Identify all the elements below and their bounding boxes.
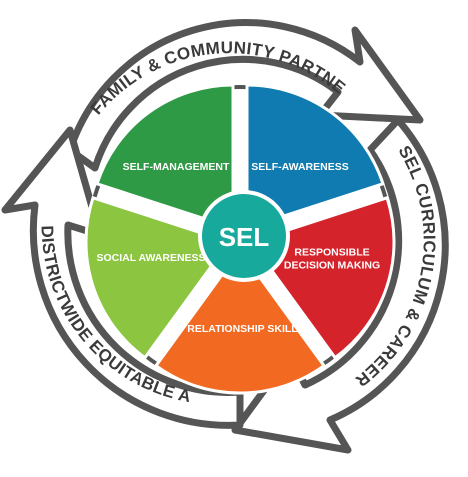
segment-label-social-awareness: SOCIAL AWARENESS: [96, 252, 205, 264]
segment-label-line: SOCIAL AWARENESS: [96, 252, 205, 264]
segment-label-relationship-skills: RELATIONSHIP SKILLS: [187, 323, 304, 335]
segment-label-self-management: SELF-MANAGEMENT: [123, 161, 230, 173]
segment-label-line: SELF-AWARENESS: [251, 161, 348, 173]
segment-label-line: DECISION MAKING: [284, 260, 380, 272]
sel-center-circle: [198, 190, 290, 282]
sel-center-label: SEL: [219, 222, 270, 252]
segment-relationship-skills: [153, 247, 327, 395]
left-ring-arrow: [1, 126, 244, 429]
segment-self-management: [95, 83, 235, 231]
segment-social-awareness: [84, 195, 232, 360]
top-ring-arrow: [66, 19, 424, 172]
segment-label-line: RESPONSIBLE: [294, 247, 369, 259]
sel-segments: SELF-MANAGEMENT SELF-AWARENESS RESPONSIBLE…: [84, 83, 396, 395]
segment-label-line: SELF-MANAGEMENT: [123, 161, 230, 173]
segment-label-line: RELATIONSHIP SKILLS: [187, 323, 304, 335]
segment-self-awareness: [245, 83, 385, 231]
segment-label-self-awareness: SELF-AWARENESS: [251, 161, 348, 173]
